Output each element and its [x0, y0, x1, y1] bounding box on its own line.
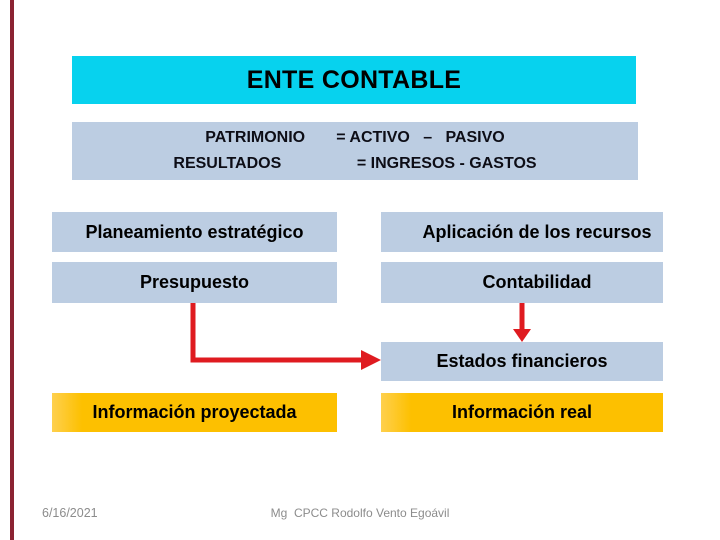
title-bar: ENTE CONTABLE: [72, 56, 636, 104]
box-contabilidad: Contabilidad: [381, 262, 663, 303]
slide-title: ENTE CONTABLE: [246, 65, 462, 94]
box-planeamiento-estrategico: Planeamiento estratégico: [52, 212, 337, 252]
box-aplicacion-recursos: Aplicación de los recursos: [381, 212, 663, 252]
equation-box: PATRIMONIO = ACTIVO – PASIVO RESULTADOS …: [72, 122, 638, 180]
box-label: Presupuesto: [139, 272, 250, 292]
box-label: Aplicación de los recursos: [422, 221, 652, 242]
box-informacion-proyectada: Información proyectada: [52, 393, 337, 432]
box-label: Contabilidad: [482, 272, 592, 292]
footer-author-credit: Mg CPCC Rodolfo Vento Egoávil: [270, 506, 450, 520]
equation-line-1: PATRIMONIO = ACTIVO – PASIVO: [205, 129, 505, 146]
box-label: Estados financieros: [436, 351, 608, 371]
box-presupuesto: Presupuesto: [52, 262, 337, 303]
box-label: Información real: [451, 402, 593, 422]
left-border-rule: [10, 0, 14, 540]
equation-line-2: RESULTADOS = INGRESOS - GASTOS: [173, 155, 537, 172]
footer-date: 6/16/2021: [42, 506, 98, 520]
box-label: Información proyectada: [92, 402, 297, 422]
elbow-arrow-presupuesto-to-estados: [190, 303, 381, 370]
box-informacion-real: Información real: [381, 393, 663, 432]
down-arrow-contabilidad-to-estados: [513, 303, 531, 342]
box-estados-financieros: Estados financieros: [381, 342, 663, 381]
box-label: Planeamiento estratégico: [85, 221, 304, 242]
